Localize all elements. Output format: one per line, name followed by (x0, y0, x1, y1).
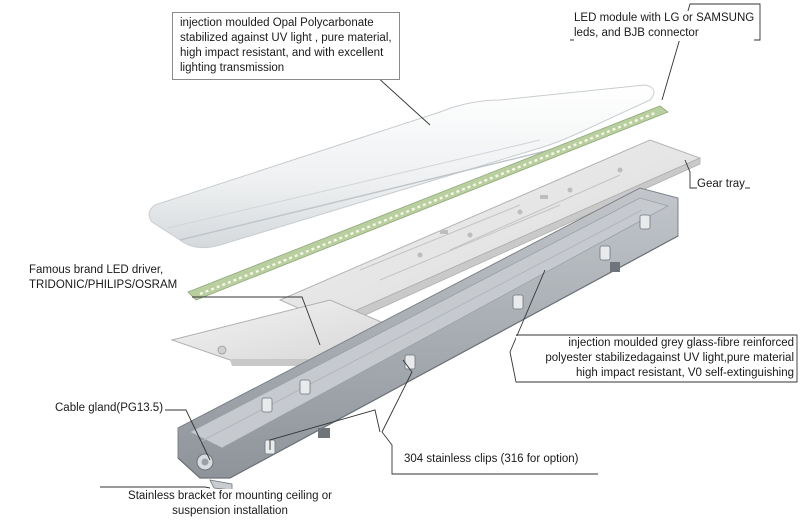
label-bracket: Stainless bracket for mounting ceiling o… (112, 489, 348, 519)
label-housing: injection moulded grey glass-fibre reinf… (516, 336, 794, 381)
label-clips: 304 stainless clips (316 for option) (404, 452, 579, 467)
leader-housing (509, 269, 798, 383)
diffuser-cover (148, 84, 655, 249)
leader-bracket (100, 486, 211, 489)
label-cable-gland: Cable gland(PG13.5) (55, 401, 164, 416)
leader-cable-gland (165, 409, 211, 461)
label-led-module: LED module with LG or SAMSUNG leds, and … (574, 11, 755, 41)
leader-clips (269, 409, 381, 450)
cable-gland (196, 453, 214, 471)
label-cover: injection moulded Opal Polycarbonate sta… (172, 12, 400, 80)
label-driver: Famous brand LED driver, TRIDONIC/PHILIP… (29, 263, 178, 293)
leader-cover (250, 74, 431, 126)
leader-clips-2 (381, 431, 598, 475)
label-gear-tray: Gear tray (697, 177, 745, 192)
leader-clips-3 (381, 359, 413, 433)
leader-driver (192, 296, 321, 346)
